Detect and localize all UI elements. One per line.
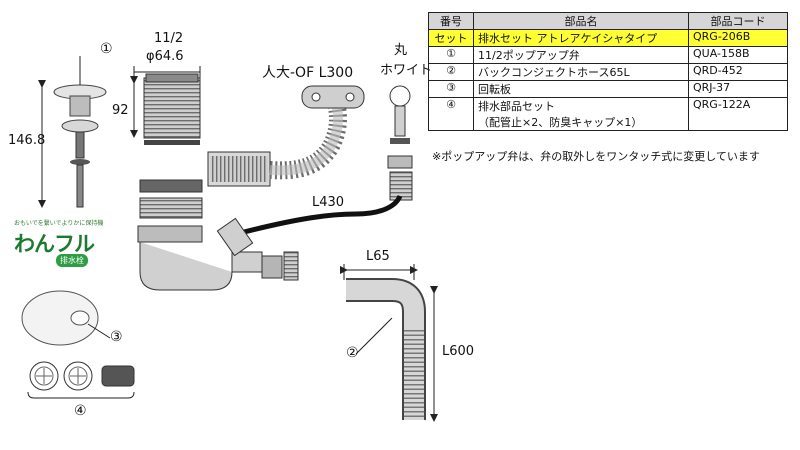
hose-length-label: L430 <box>312 195 345 210</box>
row-part-code: QRG-206B <box>688 29 788 47</box>
row-number: ② <box>428 63 474 81</box>
logo-tagline: おもいでを繋いでよりかに保持機 <box>14 220 104 227</box>
parts-set <box>27 361 135 399</box>
popup-valve-part <box>38 56 107 208</box>
callout-leaders <box>87 317 393 355</box>
row-part-name: 11/2ポップアップ弁 <box>473 46 689 64</box>
row-number: セット <box>428 29 474 47</box>
table-row-set: セット 排水セット アトレアケイシャタイプ QRG-206B <box>428 29 788 47</box>
cap-plug-part <box>387 85 413 201</box>
parts-table: 番号 部品名 部品コード セット 排水セット アトレアケイシャタイプ QRG-2… <box>428 12 788 131</box>
header-part-name: 部品名 <box>473 12 689 30</box>
trap-body-part <box>137 179 299 291</box>
row-part-name: バックコンジェクトホース65L <box>473 63 689 81</box>
callout-4: ④ <box>74 403 87 419</box>
callout-2: ② <box>346 345 359 361</box>
logo-badge: 排水栓 <box>56 254 88 267</box>
logo-brand: わんフル <box>14 232 95 256</box>
header-part-code: 部品コード <box>688 12 788 30</box>
table-row-3: ③ 回転板 QRJ-37 <box>428 80 788 98</box>
elbow-width-label: L65 <box>366 249 390 264</box>
size-top-label: 11/2 <box>154 31 184 46</box>
row-part-code: QRD-452 <box>688 63 788 81</box>
row-part-name: 排水部品セット <box>478 100 555 113</box>
size-diameter-label: φ64.6 <box>146 49 184 64</box>
rotating-plate-part <box>21 290 99 346</box>
row-part-name-detail: （配管止×2、防臭キャップ×1） <box>478 116 643 129</box>
cap-shape-label: 丸 <box>394 43 408 58</box>
connecting-hose <box>243 194 403 235</box>
strainer-body-part <box>130 66 201 145</box>
dimension-height-label: 146.8 <box>8 133 46 148</box>
row-number: ④ <box>428 97 474 131</box>
callout-3: ③ <box>110 329 123 345</box>
cap-color-label: ホワイト <box>380 63 433 78</box>
row-part-code: QUA-158B <box>688 46 788 64</box>
table-row-1: ① 11/2ポップアップ弁 QUA-158B <box>428 46 788 64</box>
overflow-label: 人大-OF L300 <box>262 65 354 81</box>
overflow-hose-part <box>207 85 365 187</box>
header-number: 番号 <box>428 12 474 30</box>
callout-1: ① <box>100 41 113 57</box>
elbow-pipe-part <box>340 264 438 422</box>
row-part-name: 回転板 <box>473 80 689 98</box>
row-part-name: 排水セット アトレアケイシャタイプ <box>473 29 689 47</box>
row-number: ③ <box>428 80 474 98</box>
row-number: ① <box>428 46 474 64</box>
table-row-2: ② バックコンジェクトホース65L QRD-452 <box>428 63 788 81</box>
table-header-row: 番号 部品名 部品コード <box>428 12 788 30</box>
row-part-code: QRJ-37 <box>688 80 788 98</box>
table-footnote: ※ポップアップ弁は、弁の取外しをワンタッチ式に変更しています <box>432 150 760 163</box>
row-part-code: QRG-122A <box>688 97 788 131</box>
table-row-4: ④ 排水部品セット （配管止×2、防臭キャップ×1） QRG-122A <box>428 97 788 131</box>
elbow-length-label: L600 <box>442 344 475 359</box>
brand-logo: おもいでを繋いでよりかに保持機 わんフル 排水栓 <box>14 218 104 268</box>
dimension-height2-label: 92 <box>112 103 129 118</box>
row-part-name-cell: 排水部品セット （配管止×2、防臭キャップ×1） <box>473 97 689 131</box>
